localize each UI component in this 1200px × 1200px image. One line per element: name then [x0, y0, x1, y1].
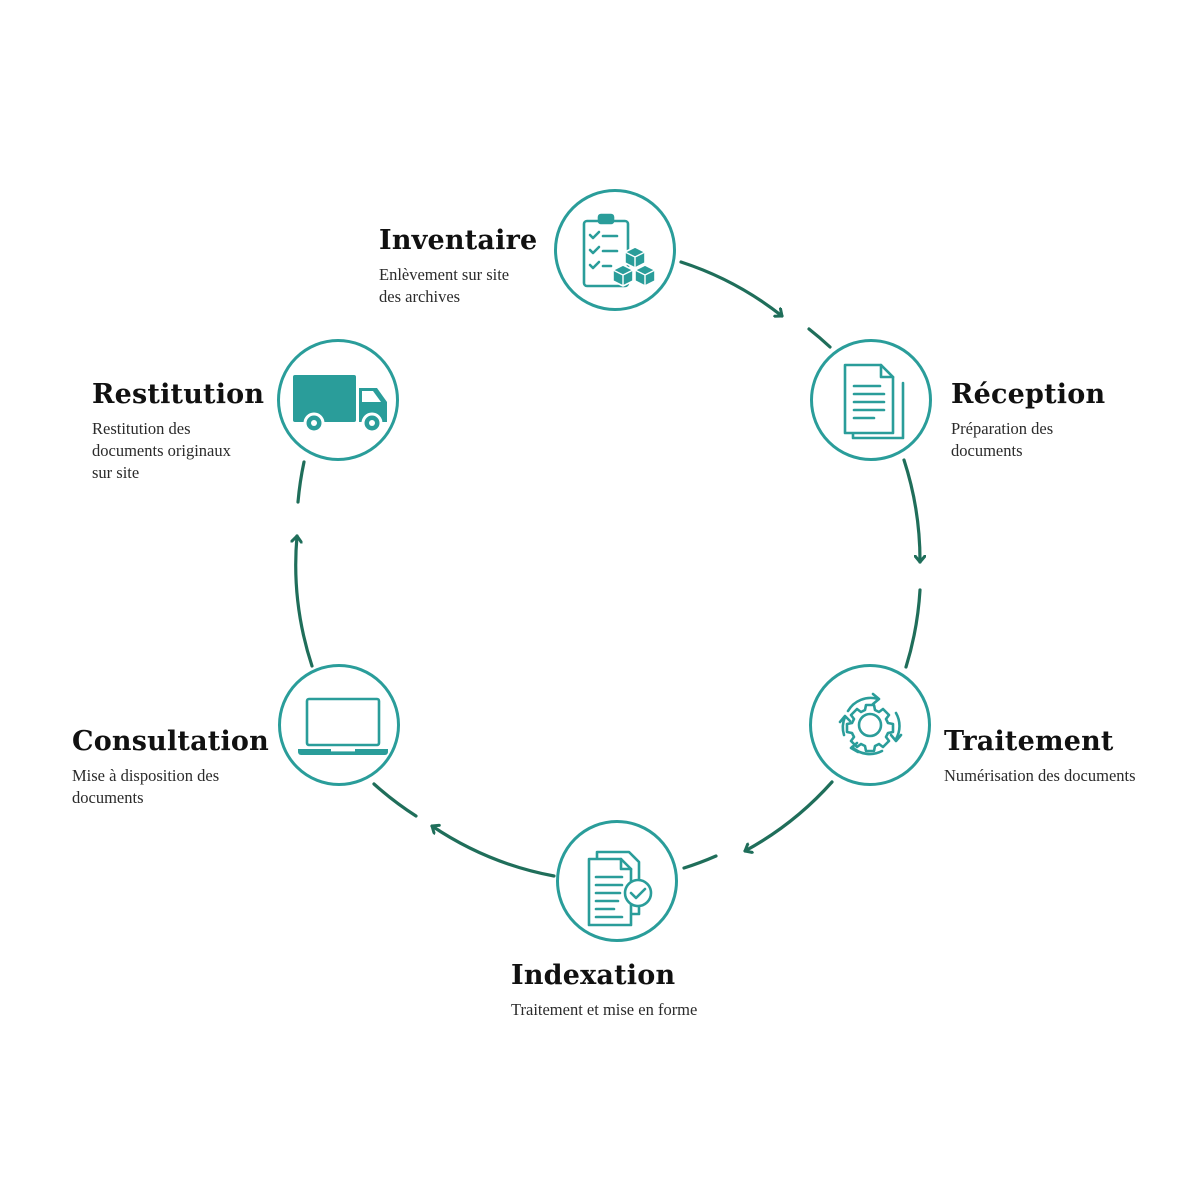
truck-icon [293, 375, 387, 434]
step-description: Numérisation des documents [944, 766, 1136, 785]
arc-tail-traitement [904, 588, 922, 669]
arc-tail-consultation [372, 782, 418, 818]
node-traitement [809, 664, 931, 786]
step-title: Consultation [72, 726, 269, 757]
step-title: Réception [951, 379, 1106, 410]
node-inventaire [554, 189, 676, 311]
clipboard-boxes-icon [582, 213, 656, 288]
gear-cycle-icon [838, 692, 903, 756]
label-consultation: Consultation Mise à disposition des docu… [72, 725, 269, 809]
step-title: Restitution [92, 379, 265, 410]
step-description: Enlèvement sur site des archives [379, 265, 510, 306]
step-title: Inventaire [379, 225, 538, 256]
label-inventaire: Inventaire Enlèvement sur site des archi… [379, 224, 537, 308]
step-description: Mise à disposition des documents [72, 766, 220, 807]
node-reception [810, 339, 932, 461]
step-description: Restitution des documents originaux sur … [92, 419, 231, 482]
arc-tail-reception [807, 327, 832, 349]
arc-tail-restitution [296, 460, 306, 504]
step-title: Traitement [944, 726, 1114, 757]
arrow-consultation-restitution [296, 534, 314, 668]
node-indexation [556, 820, 678, 942]
arrow-indexation-consultation [430, 826, 556, 878]
step-description: Traitement et mise en forme [511, 1000, 698, 1019]
arrow-traitement-indexation [743, 780, 834, 851]
step-description: Préparation des documents [951, 419, 1054, 460]
documents-icon [843, 363, 905, 440]
node-restitution [277, 339, 399, 461]
arrow-reception-traitement [902, 458, 920, 564]
document-check-icon [587, 850, 653, 927]
step-title: Indexation [511, 960, 676, 991]
laptop-icon [298, 697, 388, 755]
label-traitement: Traitement Numérisation des documents [944, 725, 1136, 787]
arrow-inventaire-reception [679, 260, 784, 316]
node-consultation [278, 664, 400, 786]
label-reception: Réception Préparation des documents [951, 378, 1105, 462]
label-indexation: Indexation Traitement et mise en forme [511, 959, 697, 1021]
label-restitution: Restitution Restitution des documents or… [92, 378, 264, 484]
arc-tail-indexation [682, 854, 718, 870]
